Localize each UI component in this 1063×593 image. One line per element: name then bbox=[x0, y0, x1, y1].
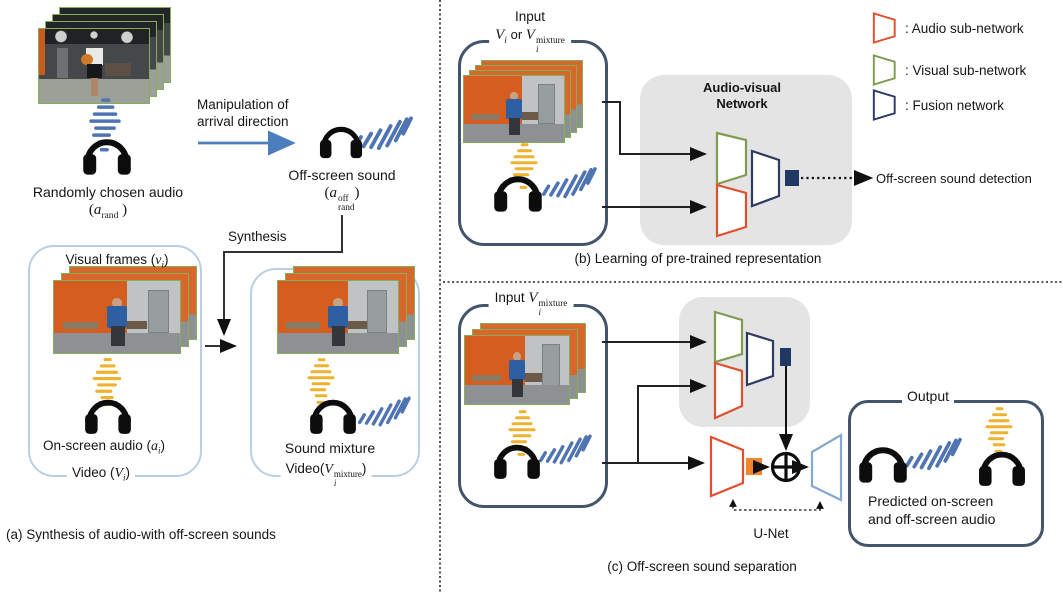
caption-b: (b) Learning of pre-trained representati… bbox=[574, 251, 822, 266]
guitar-scene bbox=[39, 29, 149, 103]
orange-room-scene bbox=[278, 281, 398, 353]
network-title: Audio-visual Network bbox=[702, 80, 782, 112]
video-frame-stack-mixture bbox=[277, 266, 415, 354]
headphone-icon bbox=[975, 440, 1029, 488]
onscreen-audio-label: On-screen audio (ai) bbox=[42, 438, 166, 456]
legend-fusion: : Fusion network bbox=[872, 89, 1004, 121]
output-title: Output bbox=[901, 388, 955, 406]
visual-subnetwork-glyph bbox=[872, 54, 896, 86]
headphone-icon bbox=[307, 388, 359, 436]
headphone-icon bbox=[317, 116, 365, 160]
unet-decoder-shape bbox=[810, 433, 843, 502]
video-frame bbox=[464, 335, 570, 405]
sound-mixture-label: Sound mixture bbox=[284, 440, 376, 456]
visual-subnetwork-shape-b bbox=[715, 131, 748, 186]
legend-visual: : Visual sub-network bbox=[872, 54, 1026, 86]
caption-a: (a) Synthesis of audio-with off-screen s… bbox=[6, 527, 276, 542]
feature-rect-navy-c bbox=[780, 348, 791, 366]
unet-label: U-Net bbox=[753, 526, 789, 541]
fusion-network-shape-b bbox=[750, 149, 781, 208]
detection-label: Off-screen sound detection bbox=[876, 171, 1032, 186]
unet-bracket bbox=[729, 499, 824, 511]
synthesis-connector bbox=[217, 215, 343, 336]
video-vi-footer: Video (Vi) bbox=[66, 465, 136, 484]
headphone-icon bbox=[491, 164, 545, 214]
orange-room-scene bbox=[464, 76, 564, 142]
fusion-network-shape-c bbox=[745, 331, 775, 387]
audio-subnetwork-shape-b bbox=[715, 183, 748, 238]
fusion-network-glyph bbox=[872, 89, 896, 121]
diagonal-wave-icon bbox=[540, 150, 598, 202]
headphone-icon bbox=[491, 433, 543, 481]
video-frame bbox=[38, 28, 150, 104]
diagonal-wave-icon bbox=[537, 418, 593, 468]
manipulation-label: Manipulation of arrival direction bbox=[197, 97, 289, 129]
diagonal-wave-icon bbox=[903, 420, 963, 474]
frames-to-visual-arrow-b bbox=[602, 101, 707, 161]
audio-branch-arrow-c bbox=[637, 379, 707, 463]
orange-room-scene bbox=[54, 281, 180, 353]
video-frame bbox=[463, 75, 565, 143]
diagonal-wave-icon bbox=[356, 380, 412, 430]
random-audio-math: (arand ) bbox=[88, 202, 128, 221]
headphone-icon bbox=[856, 434, 910, 486]
visual-subnetwork-shape-c bbox=[713, 310, 744, 364]
audio-subnetwork-shape-c bbox=[713, 361, 744, 420]
headphone-icon bbox=[80, 127, 134, 177]
video-frame-stack-input-b bbox=[463, 60, 585, 144]
caption-c: (c) Off-screen sound separation bbox=[607, 559, 797, 574]
legend-audio: : Audio sub-network bbox=[872, 12, 1024, 44]
video-frame bbox=[53, 280, 181, 354]
unet-encoder-shape bbox=[709, 435, 745, 498]
feature-square-orange bbox=[746, 458, 762, 475]
orange-room-scene bbox=[465, 336, 569, 404]
video-frame bbox=[277, 280, 399, 354]
offscreen-sound-label: Off-screen sound bbox=[288, 167, 396, 183]
video-frame-stack-vi bbox=[53, 266, 197, 354]
audio-subnetwork-glyph bbox=[872, 12, 896, 44]
video-frame-stack-random bbox=[38, 7, 173, 104]
feature-square-navy-b bbox=[785, 170, 799, 186]
video-frame-stack-input-c bbox=[464, 323, 586, 409]
synthesis-label: Synthesis bbox=[228, 229, 287, 244]
visual-frames-label: Visual frames (vi) bbox=[65, 252, 169, 270]
headphone-icon bbox=[82, 388, 134, 436]
random-audio-label: Randomly chosen audio bbox=[32, 184, 184, 200]
output-text: Predicted on-screen and off-screen audio bbox=[868, 493, 996, 527]
